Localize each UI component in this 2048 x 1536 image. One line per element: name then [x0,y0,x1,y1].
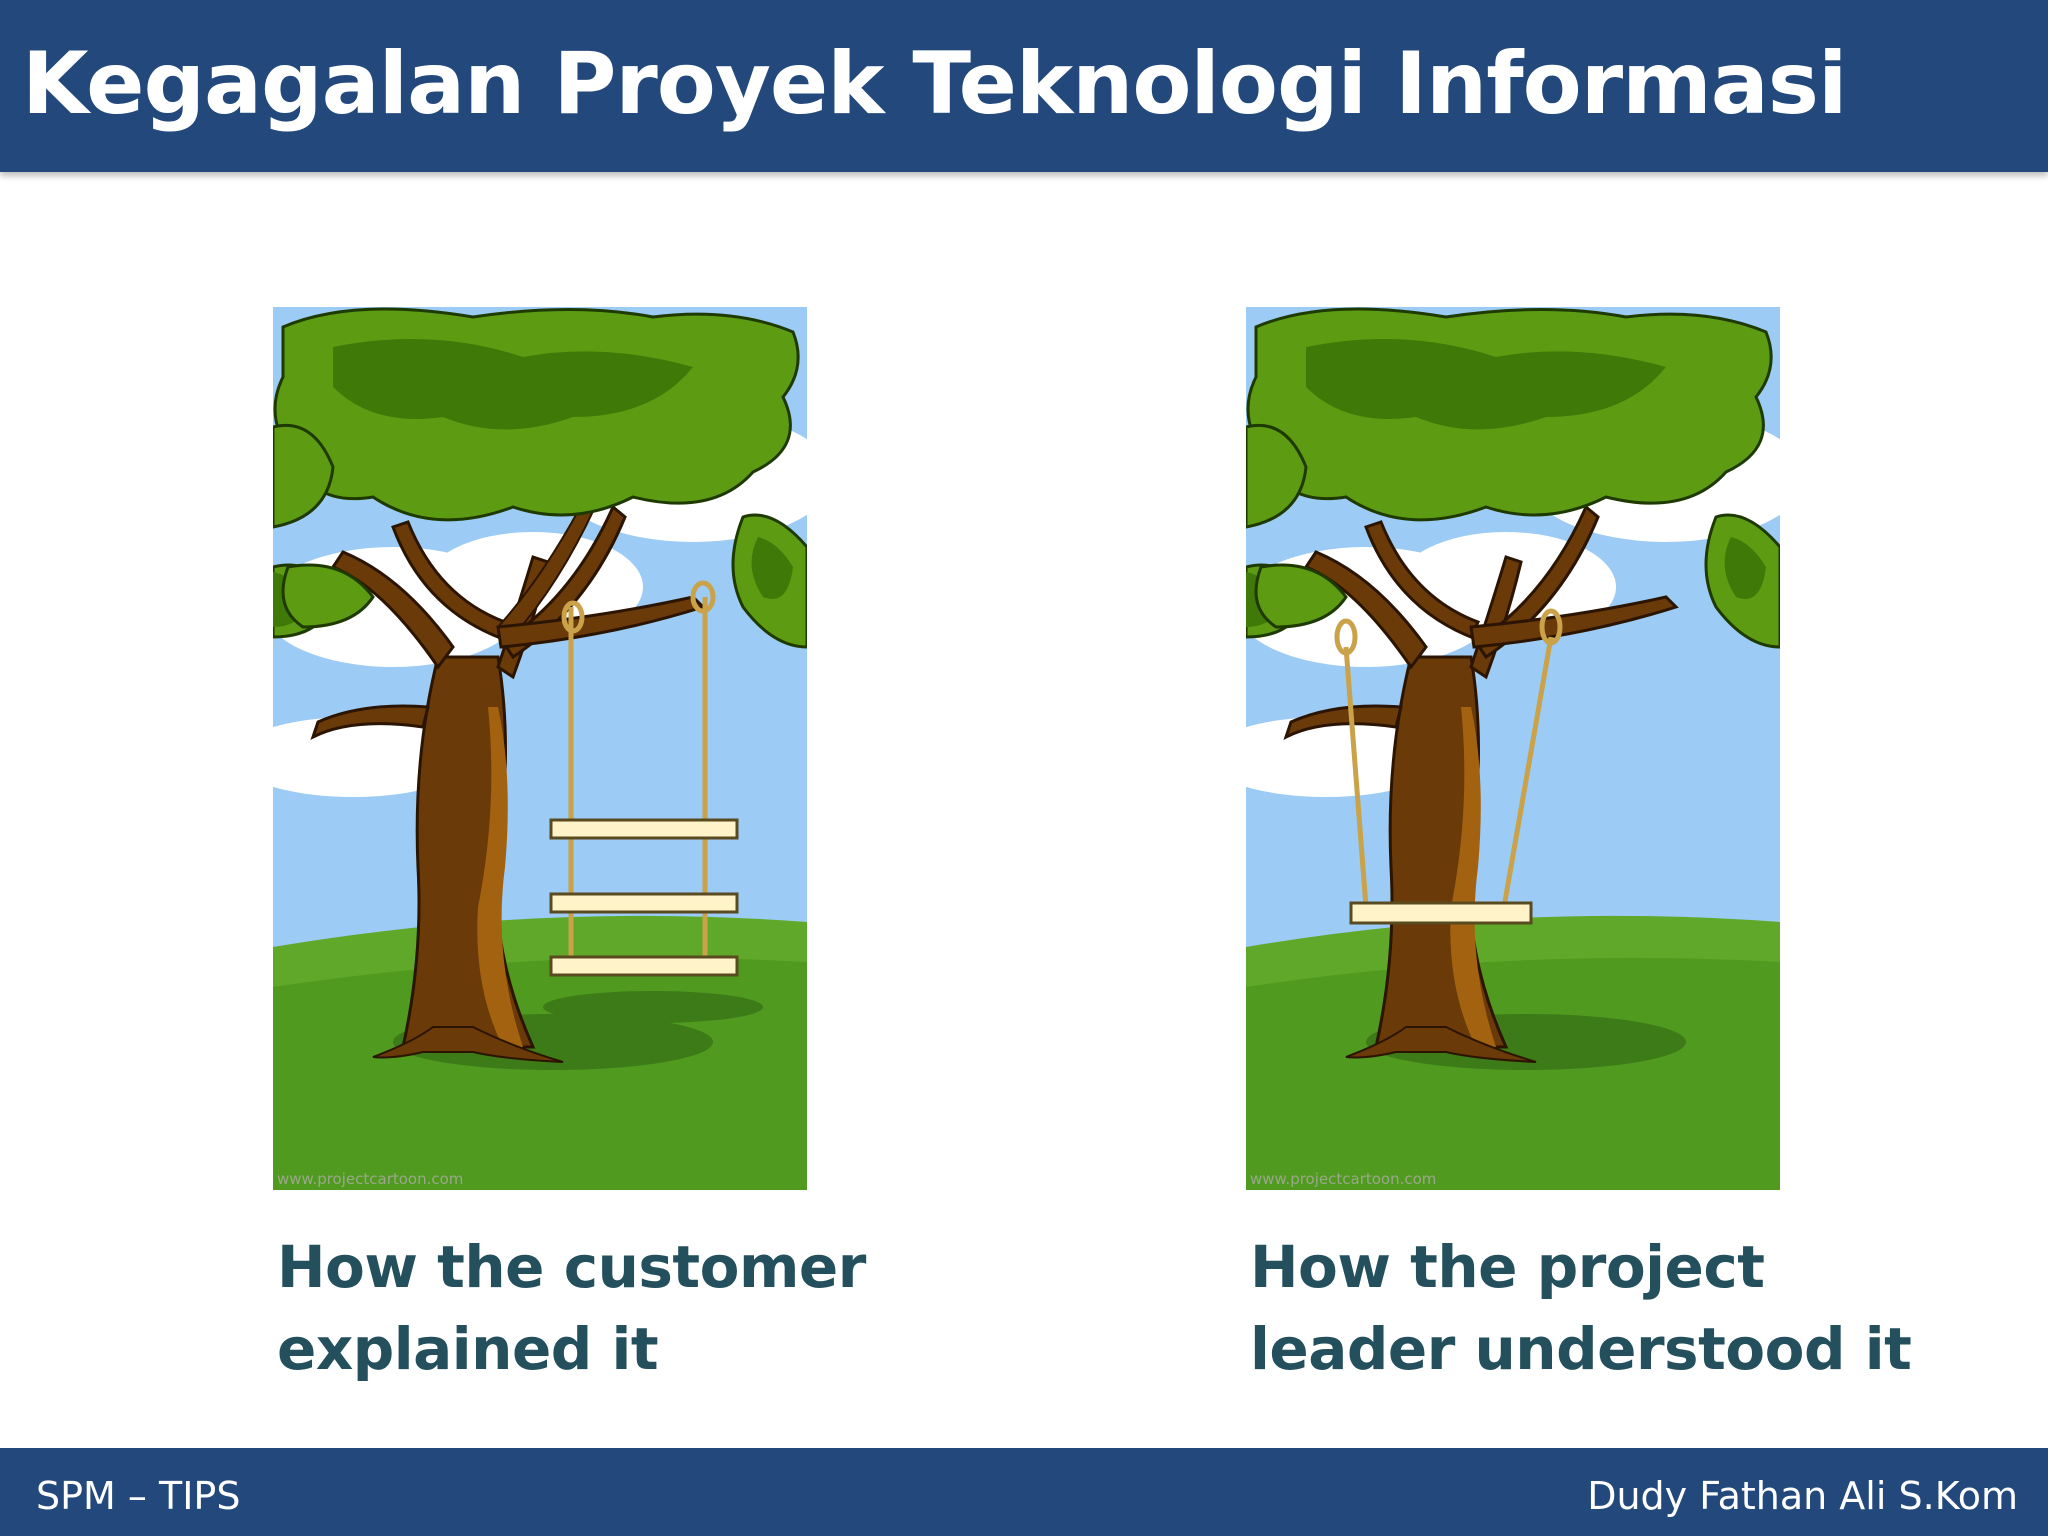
title-bar: Kegagalan Proyek Teknologi Informasi [0,0,2048,172]
caption-line: How the customer [277,1233,866,1301]
project-leader-tree-swing-image: www.projectcartoon.com [1246,307,1780,1190]
tree-swing-through-trunk-icon: www.projectcartoon.com [1246,307,1780,1190]
customer-tree-swing-image: www.projectcartoon.com [273,307,807,1190]
tree-swing-three-seats-icon: www.projectcartoon.com [273,307,807,1190]
slide-title: Kegagalan Proyek Teknologi Informasi [22,34,1847,134]
caption-line: How the project [1250,1233,1765,1301]
caption-customer: How the customer explained it [277,1226,897,1390]
footer-course-label: SPM – TIPS [36,1474,241,1518]
caption-project-leader: How the project leader understood it [1250,1226,1912,1390]
watermark-text: www.projectcartoon.com [277,1170,463,1188]
caption-line: explained it [277,1315,659,1383]
footer-author-label: Dudy Fathan Ali S.Kom [1587,1474,2018,1518]
watermark-text: www.projectcartoon.com [1250,1170,1436,1188]
caption-line: leader understood it [1250,1315,1912,1383]
footer-bar: SPM – TIPS Dudy Fathan Ali S.Kom [0,1448,2048,1536]
